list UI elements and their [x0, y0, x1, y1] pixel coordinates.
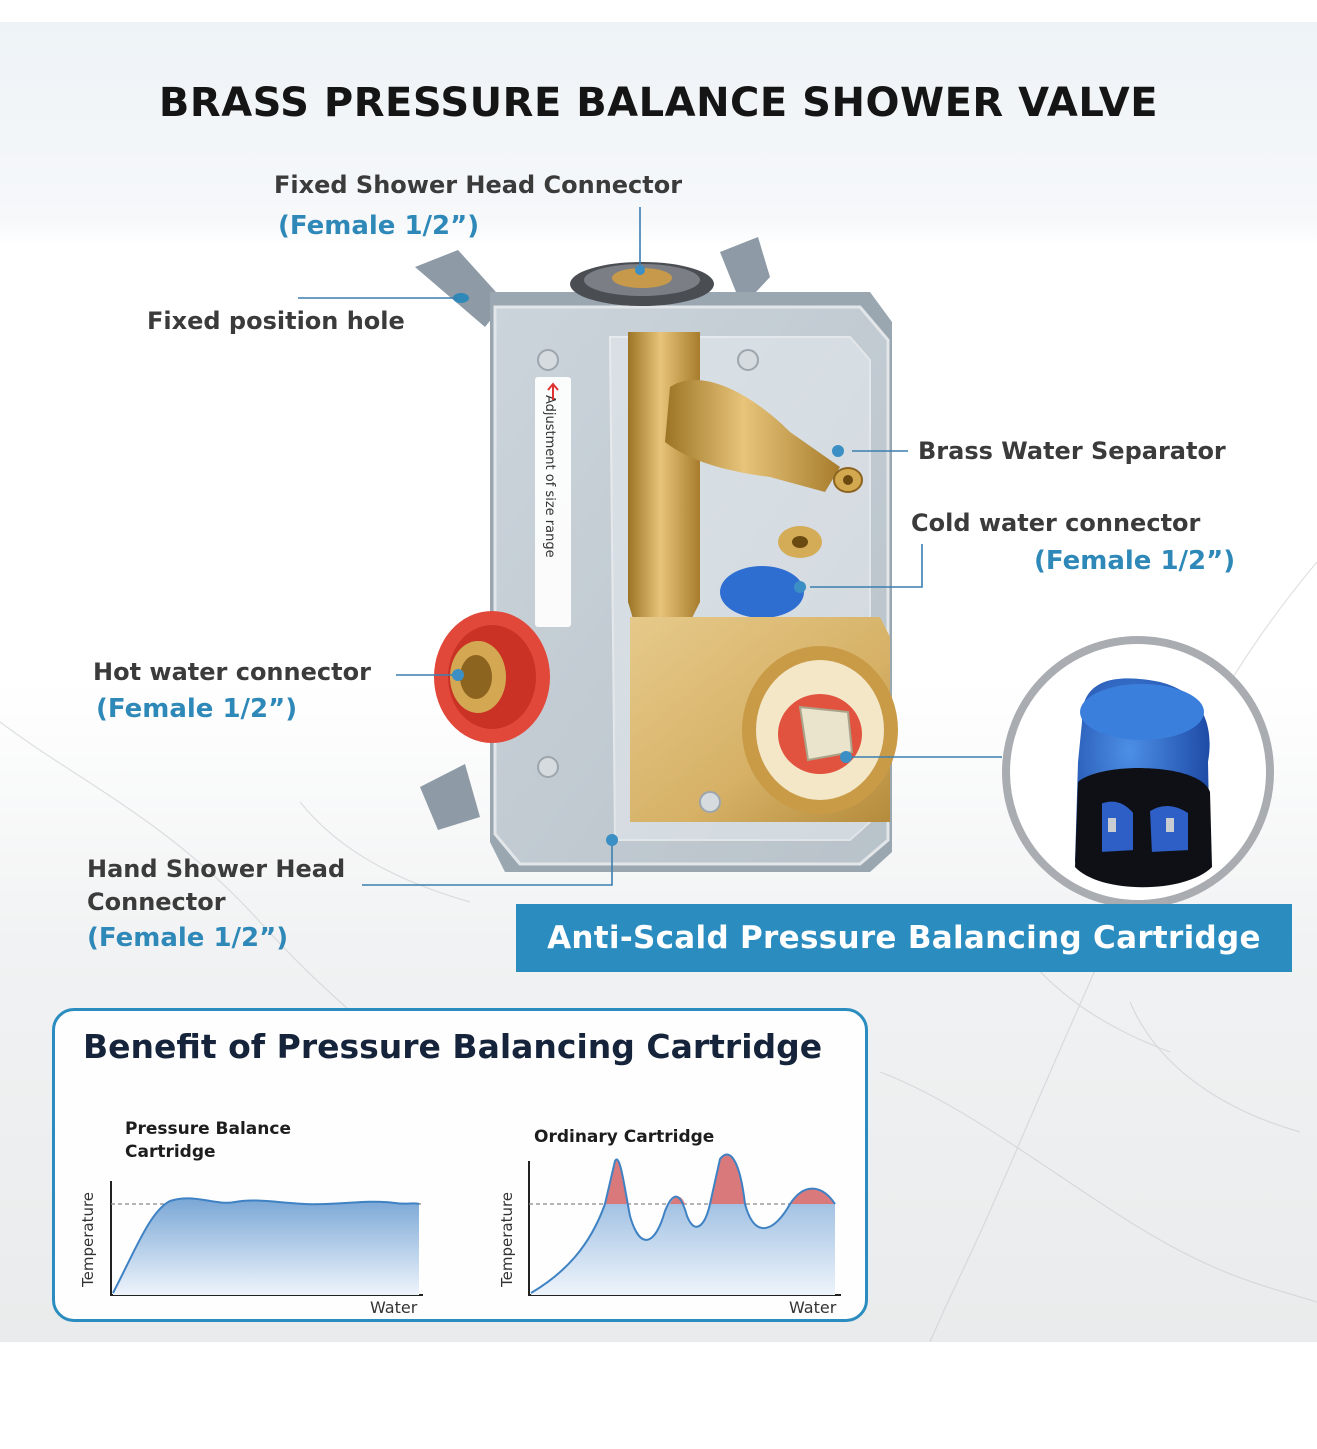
- valve-illustration: Adjustment of size range: [298, 207, 1274, 908]
- page-title: BRASS PRESSURE BALANCE SHOWER VALVE: [158, 80, 1159, 126]
- hand-shower-spec: (Female 1/2”): [87, 923, 289, 953]
- pressure-balance-title-line2: Cartridge: [125, 1142, 216, 1162]
- callout-lines: [298, 207, 1002, 886]
- pressure-balance-title-line1: Pressure Balance: [125, 1119, 291, 1139]
- hand-shower-label-line2: Connector: [87, 888, 226, 916]
- right-xlabel: Water: [789, 1298, 837, 1317]
- hot-water-connector-spec: (Female 1/2”): [96, 694, 298, 724]
- fixed-position-hole-marker: [453, 293, 469, 303]
- benefit-panel: Benefit of Pressure Balancing Cartridge …: [52, 1008, 868, 1322]
- hand-shower-label-line1: Hand Shower Head: [87, 855, 346, 883]
- fixed-shower-head-spec: (Female 1/2”): [278, 211, 480, 241]
- cold-water-connector-label: Cold water connector: [911, 509, 1201, 537]
- benefit-graphs: [110, 1153, 841, 1296]
- svg-text:Adjustment of size range: Adjustment of size range: [542, 395, 557, 558]
- ordinary-cartridge-graph: [528, 1153, 841, 1296]
- fixed-shower-head-label: Fixed Shower Head Connector: [274, 171, 683, 199]
- ordinary-cartridge-title: Ordinary Cartridge: [534, 1127, 715, 1147]
- anti-scald-banner: Anti-Scald Pressure Balancing Cartridge: [516, 904, 1292, 972]
- cold-water-connector-spec: (Female 1/2”): [1034, 546, 1236, 576]
- brass-body: [628, 332, 700, 642]
- cartridge-zoom: [1002, 636, 1274, 908]
- left-xlabel: Water: [370, 1298, 418, 1317]
- blue-cartridge: [720, 566, 804, 618]
- hot-water-connector-label: Hot water connector: [93, 658, 371, 686]
- brass-water-separator: [665, 379, 840, 492]
- cartridge-stem: [798, 705, 854, 762]
- label-strip: [535, 377, 571, 627]
- benefit-title: Benefit of Pressure Balancing Cartridge: [83, 1027, 823, 1066]
- brass-water-separator-label: Brass Water Separator: [918, 437, 1226, 465]
- pressure-balance-graph: [110, 1181, 423, 1296]
- infographic: BRASS PRESSURE BALANCE SHOWER VALVE: [0, 22, 1317, 1342]
- fixed-position-hole-label: Fixed position hole: [147, 307, 405, 335]
